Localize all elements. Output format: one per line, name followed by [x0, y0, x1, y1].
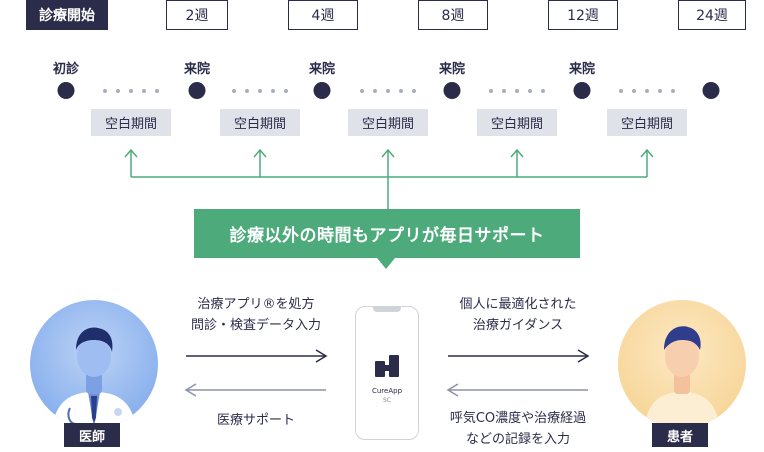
- support-banner: 診療以外の時間もアプリが毎日サポート: [194, 209, 580, 258]
- patient-illustration: [644, 326, 720, 428]
- doctor-avatar: [30, 300, 158, 428]
- app-to-patient-text: 個人に最適化された 治療ガイダンス: [448, 294, 588, 336]
- doctor-to-app-text: 治療アプリ®を処方 問診・検査データ入力: [186, 294, 326, 336]
- stage-8-weeks: 8週: [418, 0, 488, 30]
- app-logo-icon: [375, 355, 399, 377]
- timeline-dotted-segment: [360, 89, 416, 93]
- app-name: CureApp: [371, 387, 403, 395]
- doctor-to-app-line2: 問診・検査データ入力: [190, 318, 321, 333]
- doctor-to-app-line1: 治療アプリ®を処方: [197, 297, 315, 312]
- visit-label-12: 来院: [568, 62, 596, 77]
- support-arrow-up: [640, 148, 654, 177]
- timeline-dotted-segment: [489, 89, 545, 93]
- gap-period-box: 空白期間: [477, 109, 557, 136]
- gap-period-box: 空白期間: [348, 109, 428, 136]
- timeline-dot: [188, 82, 206, 99]
- stage-4-weeks: 4週: [288, 0, 358, 30]
- visit-label-4: 来院: [308, 62, 336, 77]
- patient-to-app-line1: 呼気CO濃度や治療経過: [449, 411, 587, 426]
- stage-2-weeks: 2週: [166, 0, 228, 30]
- arrow-app-to-patient: [448, 349, 590, 363]
- smartphone: CureApp SC: [355, 306, 419, 440]
- timeline-dot: [313, 82, 331, 99]
- visit-label-first: 初診: [52, 62, 80, 77]
- patient-to-app-line2: などの記録を入力: [465, 432, 570, 447]
- gap-period-box: 空白期間: [91, 109, 171, 136]
- app-subtitle: SC: [383, 397, 391, 404]
- timeline-dot: [57, 82, 75, 99]
- arrow-doctor-to-app: [186, 349, 328, 363]
- app-to-patient-line1: 個人に最適化された: [459, 297, 577, 312]
- stage-start: 診療開始: [26, 0, 108, 30]
- timeline-dot: [443, 82, 461, 99]
- arrow-patient-to-app: [446, 383, 588, 397]
- phone-notch: [373, 307, 401, 312]
- doctor-illustration: [52, 327, 136, 428]
- doctor-tag: 医師: [64, 423, 120, 447]
- patient-avatar: [618, 300, 746, 428]
- patient-to-app-text: 呼気CO濃度や治療経過 などの記録を入力: [438, 408, 598, 450]
- app-to-doctor-text: 医療サポート: [216, 413, 295, 428]
- app-to-patient-line2: 治療ガイダンス: [472, 318, 564, 333]
- gap-period-box: 空白期間: [607, 109, 687, 136]
- timeline-dotted-segment: [103, 89, 159, 93]
- timeline-dot: [573, 82, 591, 99]
- visit-label-2: 来院: [183, 62, 211, 77]
- patient-tag: 患者: [652, 423, 708, 447]
- support-arrow-up: [510, 148, 524, 177]
- timeline-dotted-segment: [619, 89, 675, 93]
- stage-12-weeks: 12週: [548, 0, 618, 30]
- support-arrow-up: [253, 148, 267, 177]
- stage-24-weeks: 24週: [678, 0, 746, 30]
- arrow-app-to-doctor: [184, 383, 326, 397]
- gap-period-box: 空白期間: [220, 109, 300, 136]
- visit-label-8: 来院: [438, 62, 466, 77]
- timeline-dotted-segment: [232, 89, 288, 93]
- support-arrow-up: [124, 148, 138, 177]
- timeline-dot: [702, 82, 720, 99]
- support-arrow-up: [381, 148, 395, 177]
- support-banner-tail: [377, 258, 395, 269]
